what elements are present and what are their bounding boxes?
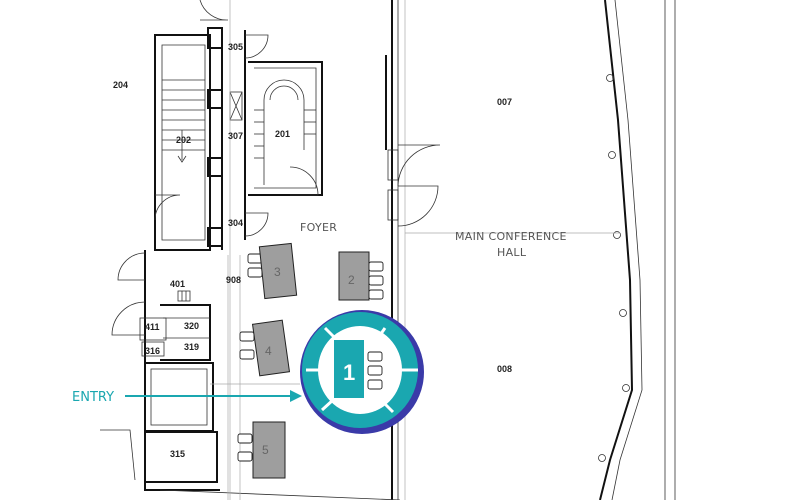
booth-2[interactable]: 2 [338, 251, 384, 301]
room-204: 204 [113, 80, 128, 90]
room-201: 201 [275, 129, 290, 139]
foyer-label: FOYER [300, 221, 337, 234]
building-walls [385, 0, 676, 500]
booth-4[interactable]: 4 [239, 319, 291, 377]
booth-3-number: 3 [274, 265, 281, 279]
room-319: 319 [184, 342, 199, 352]
room-008: 008 [497, 364, 512, 374]
main-conference-hall-label-line2: HALL [497, 246, 527, 259]
room-908: 908 [226, 275, 241, 285]
booth-3[interactable]: 3 [247, 242, 298, 300]
room-315: 315 [170, 449, 185, 459]
booth-2-number: 2 [348, 273, 355, 287]
booth-5[interactable]: 5 [237, 421, 286, 479]
room-411: 411 [145, 322, 160, 332]
entry-label: ENTRY [72, 390, 114, 405]
stair-core [154, 0, 269, 251]
room-labels: 204 305 007 202 307 201 304 908 401 320 … [113, 42, 512, 459]
room-401: 401 [170, 279, 185, 289]
stair-201 [248, 61, 323, 196]
booth-1-number: 1 [343, 360, 355, 385]
room-316: 316 [145, 346, 160, 356]
lower-left-rooms [100, 0, 401, 500]
room-305: 305 [228, 42, 243, 52]
booth-1[interactable]: 1 [300, 310, 424, 434]
area-labels: FOYER MAIN CONFERENCE HALL [300, 221, 567, 259]
booth-5-number: 5 [262, 443, 269, 457]
booth-4-number: 4 [265, 344, 272, 358]
room-307: 307 [228, 131, 243, 141]
entry-marker: ENTRY [72, 390, 302, 405]
room-304: 304 [228, 218, 243, 228]
main-conference-hall-label-line1: MAIN CONFERENCE [455, 230, 567, 243]
room-202: 202 [176, 135, 191, 145]
entry-arrow-head [290, 390, 302, 402]
room-320: 320 [184, 321, 199, 331]
room-007: 007 [497, 97, 512, 107]
